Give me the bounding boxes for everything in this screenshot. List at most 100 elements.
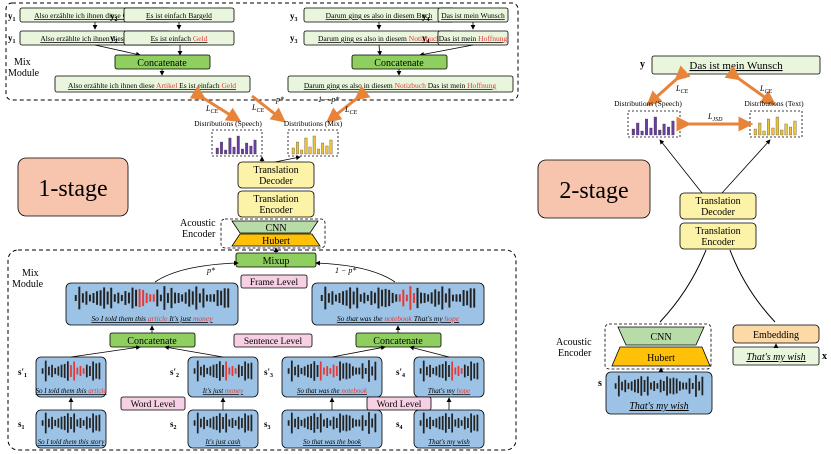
word-level-left-box xyxy=(120,396,186,411)
s2-y-label: y xyxy=(640,59,645,70)
top-concatenate-left-box xyxy=(114,54,211,70)
dist-bar xyxy=(241,148,244,155)
dist-bar xyxy=(784,123,788,136)
concat-arrow-3 xyxy=(331,345,386,358)
dist-bar xyxy=(780,129,784,136)
prime-wave-caption-2: It's just money xyxy=(202,387,244,395)
dist-mix-label: Distributions (Mix) xyxy=(284,119,343,128)
y-text-2: Es ist einfach Bargeld xyxy=(146,11,212,20)
word-level-left: Word Level xyxy=(131,400,176,410)
dist-speech-label: Distributions (Speech) xyxy=(194,119,262,128)
dist-bar xyxy=(771,127,775,136)
sentence-level: Sentence Level xyxy=(244,337,303,347)
concat-input-arrow-3 xyxy=(377,44,382,56)
s1-concatenate-left-box xyxy=(109,332,196,348)
top-concat-output-left: Also erzählte ich ihnen diese Artikel Es… xyxy=(68,81,236,90)
dist-bar xyxy=(291,147,295,155)
top-mix-module-border xyxy=(5,2,519,101)
s2-acoustic-encoder-border xyxy=(604,323,712,370)
orig-wave-caption-4: That's my wish xyxy=(428,438,470,446)
concat-input-arrow-4 xyxy=(419,44,474,57)
orig-wave-caption-2: It's just cash xyxy=(205,438,241,446)
frame-right-caption: So that was the notebook That's my hope xyxy=(337,314,460,323)
stage1-label-box xyxy=(17,157,129,217)
s2-text-input: That's my wish xyxy=(746,352,805,363)
s1-concatenate-right: Concatenate xyxy=(373,336,423,347)
prime-wave-caption-3: So that was the notebook xyxy=(297,387,368,395)
y-label-3-prime: y3 xyxy=(290,33,298,45)
s2-ljsd: LJSD xyxy=(707,112,723,123)
top-concatenate-right-box xyxy=(351,54,448,70)
s2-dist-speech-bars xyxy=(631,116,675,136)
prime-waveform-3 xyxy=(287,360,377,382)
dist-bar xyxy=(671,120,675,136)
sentence-level-box xyxy=(233,333,313,348)
lce-label-1: LCE xyxy=(205,104,218,115)
s-prime-label-3: s'3 xyxy=(264,367,273,379)
dist-bar xyxy=(245,142,249,155)
s-label-3: s3 xyxy=(264,419,271,431)
y-prime-text-3: Darum ging es also in diesem Notizbuch xyxy=(318,34,440,43)
dist-bar xyxy=(220,141,223,155)
top-concat-output-right: Darum ging es also in diesem Notizbuch D… xyxy=(304,81,497,90)
loss-arrow-speech-left xyxy=(189,85,242,122)
lce-label-2: LCE xyxy=(251,103,264,114)
s-prime-label-1: s'1 xyxy=(18,367,27,379)
concat-arrow-4 xyxy=(409,345,450,358)
orig-waveform-1 xyxy=(41,412,101,434)
s2-lce-right: LCE xyxy=(759,84,772,95)
dist-bar xyxy=(300,149,304,155)
prime-waveform-1 xyxy=(41,360,101,382)
dist-bar xyxy=(249,145,253,155)
dist-mix-box xyxy=(287,129,339,157)
prime-wave-caption-1: So I told them this article xyxy=(36,387,107,395)
dist-bar xyxy=(753,128,757,136)
s2-lce-left: LCE xyxy=(675,84,688,95)
prime-wave-caption-4: That's my hope xyxy=(428,387,470,395)
dist-bar xyxy=(767,118,770,136)
dist-bar xyxy=(224,149,228,155)
s-label-1: s1 xyxy=(18,419,25,431)
dist-bar xyxy=(317,148,320,155)
frame-level-box xyxy=(240,274,308,289)
y-prime-box-2 xyxy=(123,30,235,46)
dist-bar xyxy=(636,122,640,136)
dist-bar xyxy=(667,126,670,136)
frame-left-waveform xyxy=(74,286,230,310)
dist-bar xyxy=(658,129,662,136)
dist-bar xyxy=(762,130,766,136)
dist-bar xyxy=(793,120,797,136)
dist-bar xyxy=(304,137,308,155)
s2-dist-speech-label: Distributions (Speech) xyxy=(614,99,682,108)
dist-bar xyxy=(662,123,666,136)
dist-speech-box xyxy=(211,129,263,157)
dist-bar xyxy=(308,146,312,155)
frame-right-waveform xyxy=(320,286,476,310)
concat-input-arrow-1 xyxy=(94,44,141,57)
dist-mix-bars xyxy=(291,135,333,155)
y-text-1: Also erzählte ich ihnen diese Geschichte xyxy=(34,11,156,20)
orig-waveform-4 xyxy=(419,412,479,434)
dist-bar xyxy=(640,130,644,136)
loss-arrow-right xyxy=(326,85,371,123)
s2-cnn-shape xyxy=(617,326,705,346)
word-level-right-box xyxy=(366,396,432,411)
s-label-4: s4 xyxy=(396,419,403,431)
y-prime-text-2: Es ist einfach Geld xyxy=(151,34,208,43)
dist-bar xyxy=(215,147,219,155)
dist-speech-bars xyxy=(215,135,257,155)
dist-bar xyxy=(645,118,648,136)
orig-wave-caption-3: So that was the book xyxy=(303,438,362,446)
dist-bar xyxy=(232,146,236,155)
y-text-4: Das ist mein Wunsch xyxy=(441,11,505,20)
dist-bar xyxy=(312,135,316,155)
y-text-3: Darum ging es also in diesem Buch xyxy=(326,11,433,20)
s2-x-label: x xyxy=(822,351,827,362)
stage2-label: 2-stage xyxy=(559,178,628,204)
y-label-3: y3 xyxy=(290,11,298,23)
dist-bar xyxy=(325,145,329,155)
